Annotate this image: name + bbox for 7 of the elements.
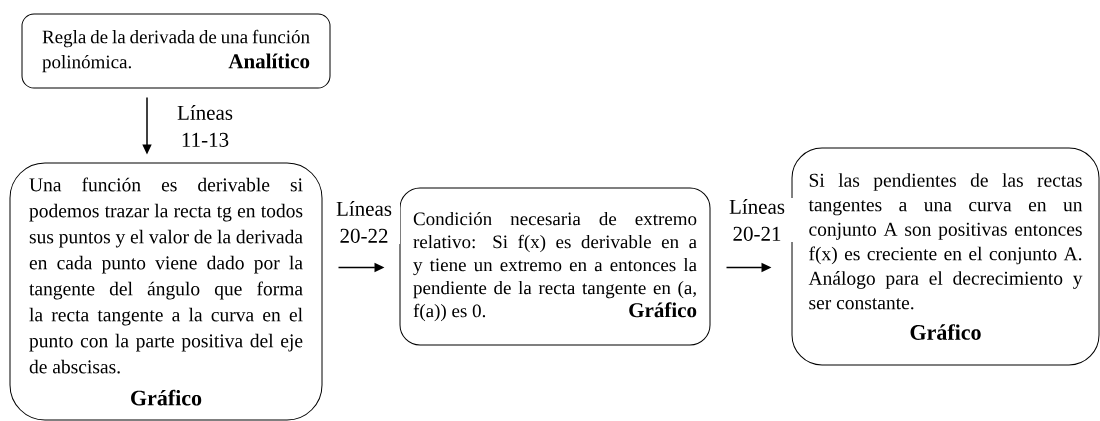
edge-label: Líneas 20-21: [721, 198, 793, 242]
edge-label: Líneas 20-22: [328, 200, 400, 244]
rounded-box: Regla de la derivada de una función polinómica. Analítico: [21, 13, 331, 89]
rounded-box: Una función es derivable si podemos trazar la recta tg en todos sus puntos y el valor de la derivada en cada punto viene dado por la tangente del ángulo que forma la recta tangente a la curva en el punto con la parte positiva del eje de abscisas. Gráfico: [9, 162, 323, 421]
rounded-box: Si las pendientes de las rectas tangentes a una curva en un conjunto A son positivas entonces f(x) es creciente en el conjunto A. Análogo para el decrecimiento y ser constante. Gráfico: [791, 147, 1100, 366]
rounded-box: Condición necesaria de extremo relativo: Si f(x) es derivable en a y tiene un extremo en a entonces la pendiente de la recta tangente en (a, f(a)) es 0. Gráfico: [399, 187, 711, 346]
edge-label: Líneas 11-13: [169, 104, 241, 148]
